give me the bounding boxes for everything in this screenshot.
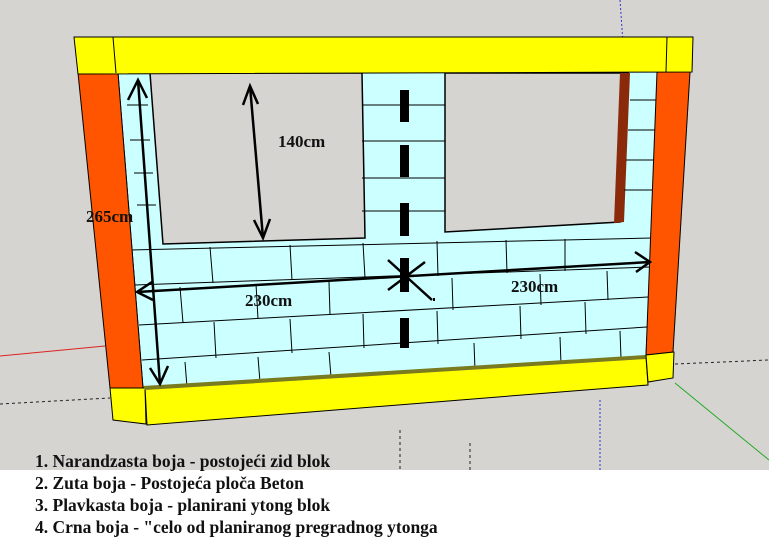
left-width-label: 230cm: [245, 291, 292, 310]
window-opening-left: [149, 72, 366, 245]
window-height-label: 140cm: [278, 132, 325, 151]
dimension-arrows: [126, 77, 653, 387]
concrete-slab-top: [73, 36, 694, 75]
legend-item-yellow: 2. Zuta boja - Postojeća ploča Beton: [35, 473, 304, 493]
right-width-label: 230cm: [511, 277, 558, 296]
legend-item-blue: 3. Plavkasta boja - planirani ytong blok: [35, 495, 331, 515]
concrete-slab-bottom-left: [109, 387, 147, 425]
legend-item-black: 4. Crna boja - "celo od planiranog pregr…: [35, 517, 438, 537]
legend: 1. Narandzasta boja - postojeći zid blok…: [35, 450, 769, 538]
legend-item-orange: 1. Narandzasta boja - postojeći zid blok: [35, 451, 331, 471]
window-opening-right: [444, 72, 629, 233]
dashed-guide: [674, 359, 769, 365]
slab-edge: [143, 355, 646, 390]
height-label: 265cm: [86, 207, 133, 226]
sketchup-viewport: 140cm 265cm 230cm 230cm: [0, 0, 769, 470]
concrete-slab-bottom-right: [645, 351, 675, 383]
block-joints: [127, 99, 657, 388]
window-reveal: [614, 73, 630, 223]
red-axis: [0, 345, 106, 357]
wall-drawing: 140cm 265cm 230cm 230cm: [0, 0, 769, 470]
dashed-guide: [0, 397, 111, 405]
green-axis: [674, 382, 769, 461]
